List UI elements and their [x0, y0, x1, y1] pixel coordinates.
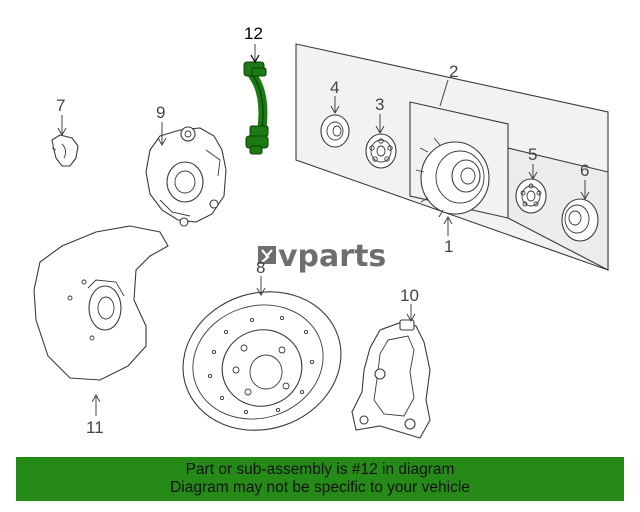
part-12-brake-hose [243, 61, 269, 155]
parts-diagram: vparts 12 2 4 3 7 9 5 6 1 [33, 24, 609, 439]
part-8-rotor [182, 291, 342, 431]
callout-2: 2 [449, 62, 458, 81]
watermark-text: vparts [278, 239, 386, 274]
part-3-bearing [365, 133, 397, 169]
leader-lines [57, 44, 590, 416]
callout-1: 1 [444, 237, 453, 256]
callout-7: 7 [56, 96, 65, 115]
info-banner-line-2: Diagram may not be specific to your vehi… [170, 479, 470, 496]
watermark: vparts [258, 239, 386, 274]
callout-3: 3 [375, 95, 384, 114]
part-6-seal [561, 198, 599, 242]
info-banner-line-1: Part or sub-assembly is #12 in diagram [185, 461, 455, 478]
part-10-caliper-bracket [351, 319, 431, 439]
part-11-splash-shield [33, 225, 169, 381]
callout-9: 9 [156, 103, 165, 122]
watermark-logo-icon [258, 246, 276, 264]
callout-11: 11 [86, 418, 104, 437]
callout-6: 6 [580, 161, 589, 180]
callout-8: 8 [256, 258, 265, 277]
part-1-hub [415, 137, 490, 218]
callout-4: 4 [330, 78, 339, 97]
part-4-seal [320, 114, 350, 148]
part-7-clip [51, 134, 79, 167]
part-9-caliper [145, 126, 227, 227]
info-banner: Part or sub-assembly is #12 in diagram D… [16, 457, 624, 501]
part-5-bearing [515, 178, 547, 214]
callout-12: 12 [244, 24, 263, 43]
callout-10: 10 [400, 286, 419, 305]
callout-labels: 12 2 4 3 7 9 5 6 1 8 10 11 [56, 24, 589, 437]
callout-5: 5 [528, 145, 537, 164]
